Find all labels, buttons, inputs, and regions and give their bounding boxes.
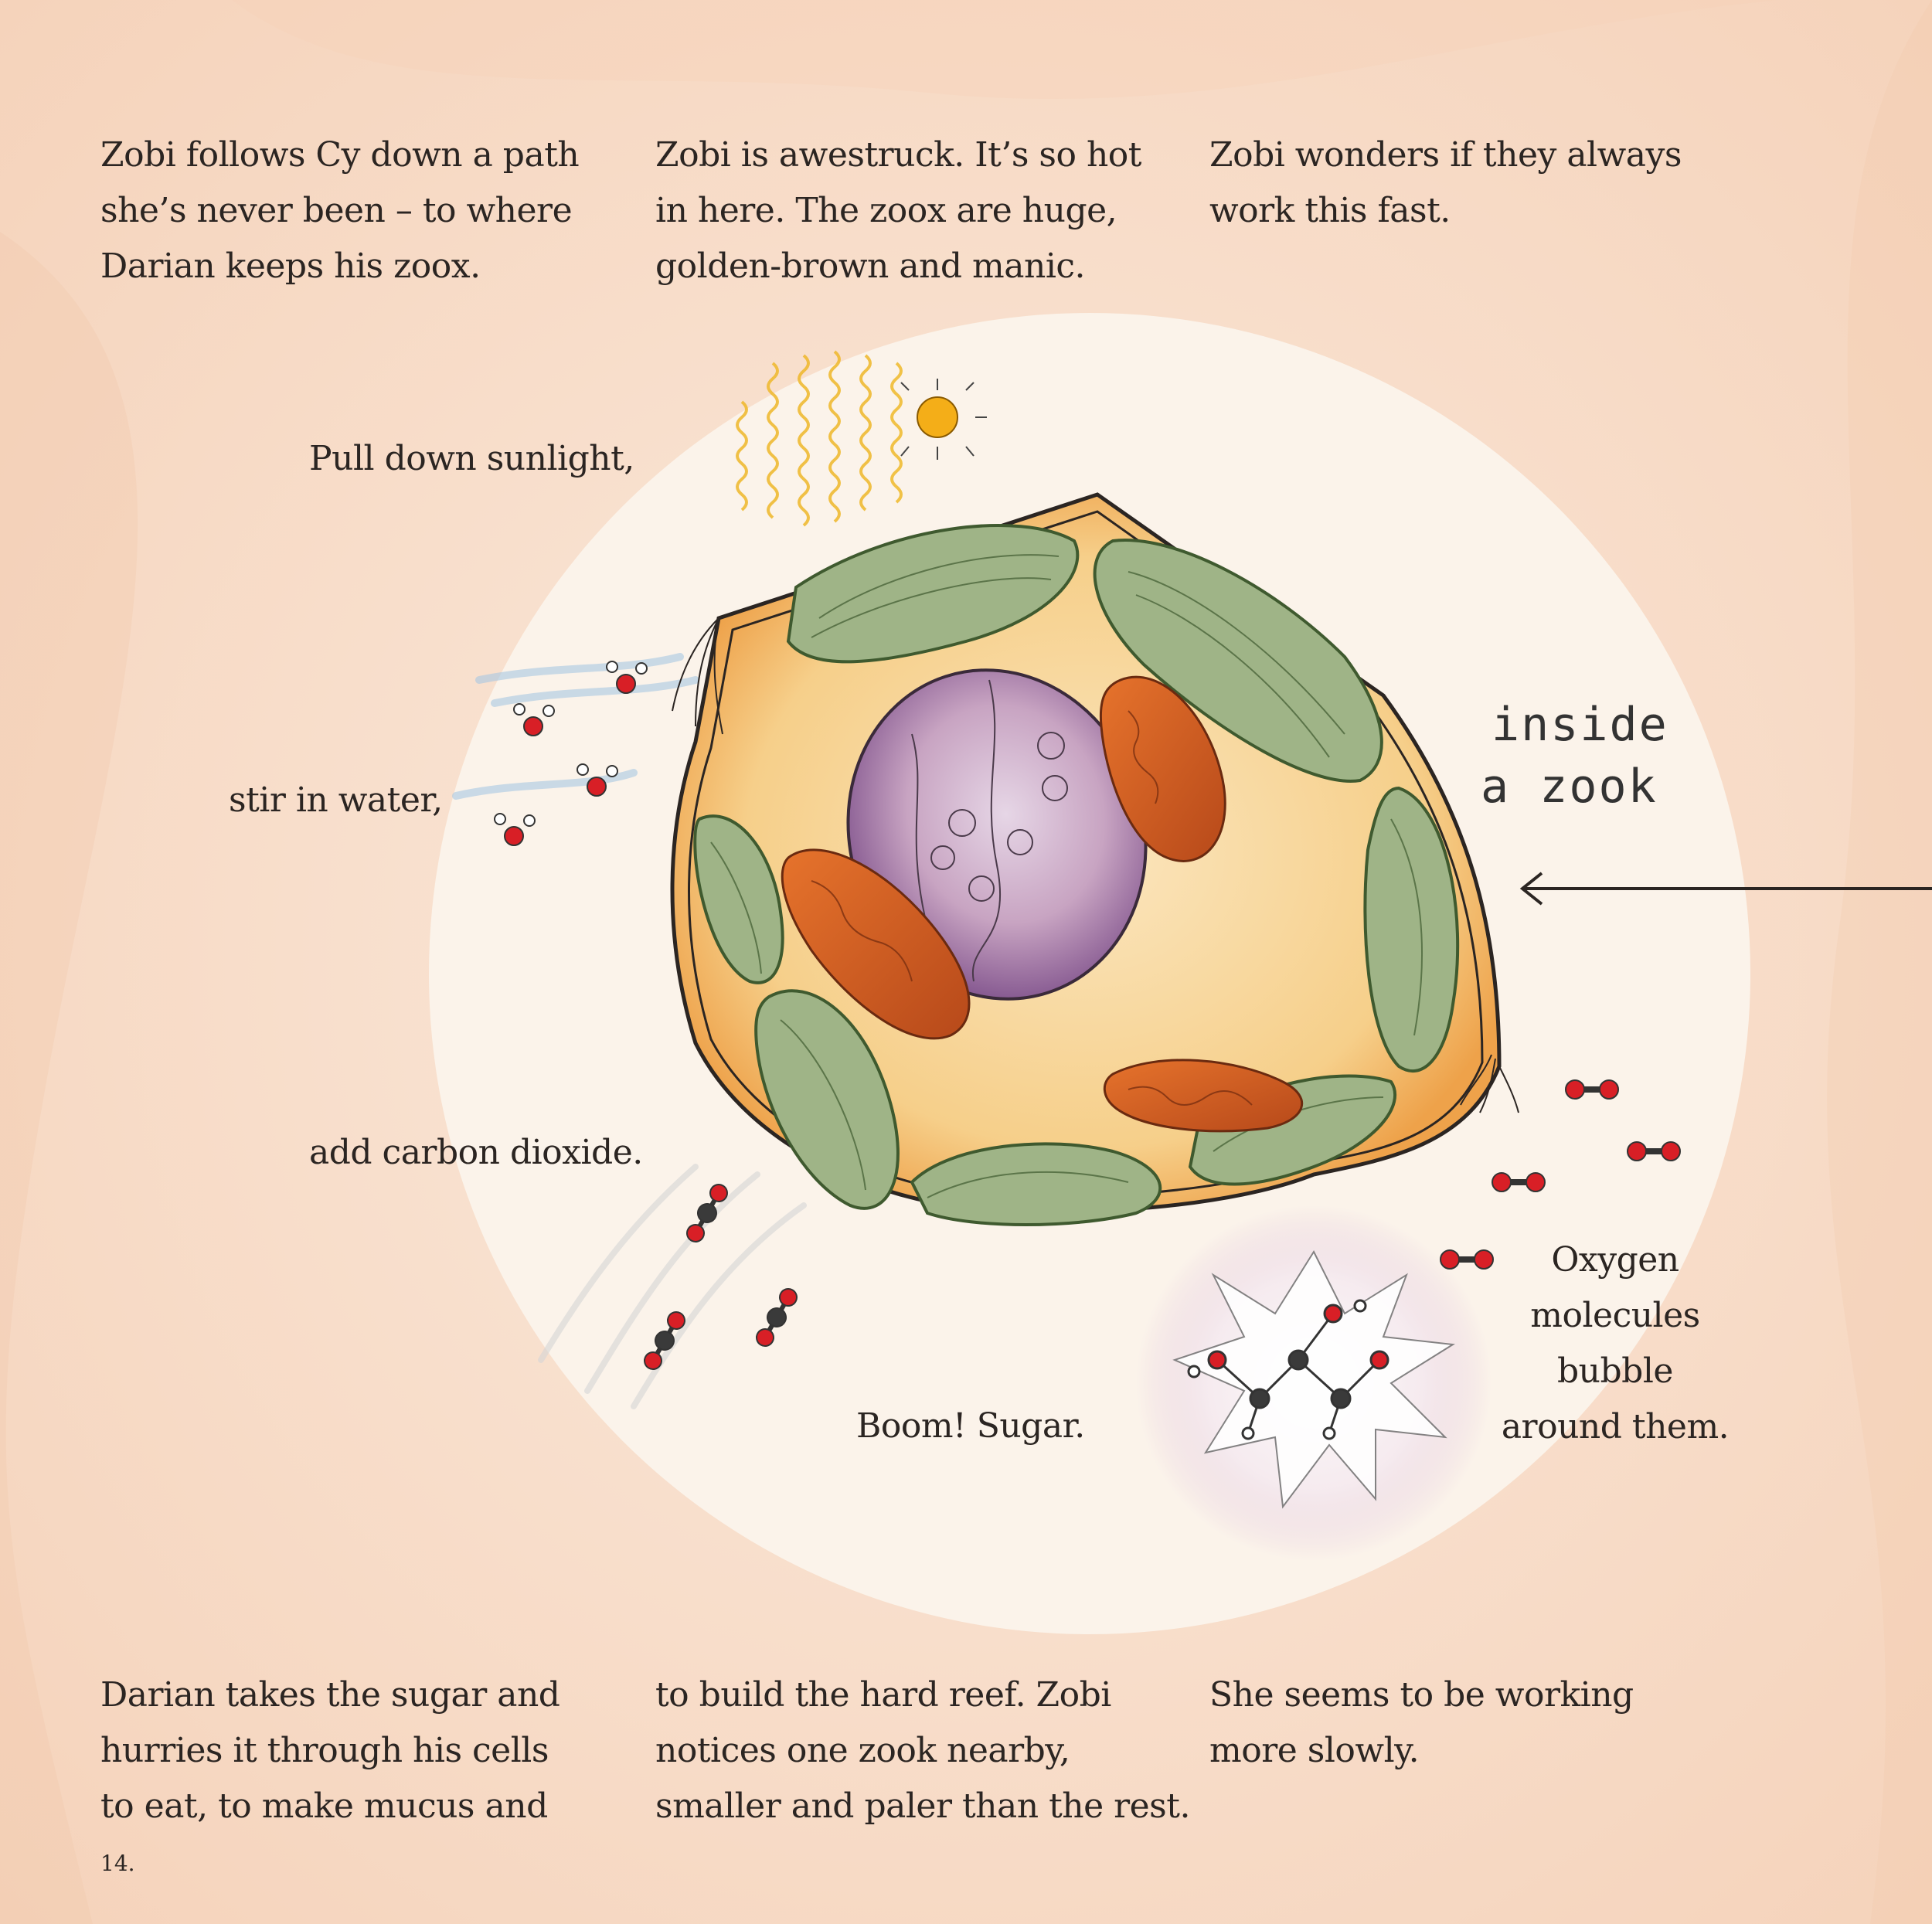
water-streaks	[452, 653, 699, 800]
step-sugar: Boom! Sugar.	[856, 1406, 1085, 1446]
zook-cell	[670, 492, 1519, 1226]
top-paragraph-2: Zobi is awestruck. It’s so hot in here. …	[655, 135, 1141, 286]
flagella	[672, 617, 1519, 1113]
sunlight-waves	[736, 350, 903, 527]
bottom-paragraph-1: Darian takes the sugar and hurries it th…	[100, 1675, 560, 1826]
sugar-burst	[1136, 1205, 1492, 1561]
top-paragraph-1: Zobi follows Cy down a path she’s never …	[100, 135, 580, 286]
bottom-paragraph-2: to build the hard reef. Zobi notices one…	[655, 1675, 1190, 1826]
oxygen-caption: Oxygen molecules bubble around them.	[1501, 1240, 1730, 1446]
step-water: stir in water,	[229, 780, 443, 820]
carbon-dioxide-molecules	[644, 1184, 798, 1370]
step-carbon-dioxide: add carbon dioxide.	[309, 1133, 643, 1172]
oxygen-molecules	[1440, 1079, 1681, 1270]
mitochondria	[781, 675, 1304, 1133]
water-molecules	[494, 661, 648, 846]
top-paragraph-3: Zobi wonders if they always work this fa…	[1209, 135, 1682, 230]
bottom-paragraph-3: She seems to be working more slowly.	[1209, 1675, 1634, 1770]
step-sunlight: Pull down sunlight,	[309, 439, 634, 478]
arrow-icon	[1519, 872, 1932, 906]
page-number: 14.	[100, 1851, 135, 1876]
inside-zook-label: inside a zook	[1481, 698, 1668, 814]
co2-streaks	[538, 1164, 807, 1409]
sun-icon	[900, 379, 987, 460]
sugar-molecule	[1187, 1299, 1389, 1440]
